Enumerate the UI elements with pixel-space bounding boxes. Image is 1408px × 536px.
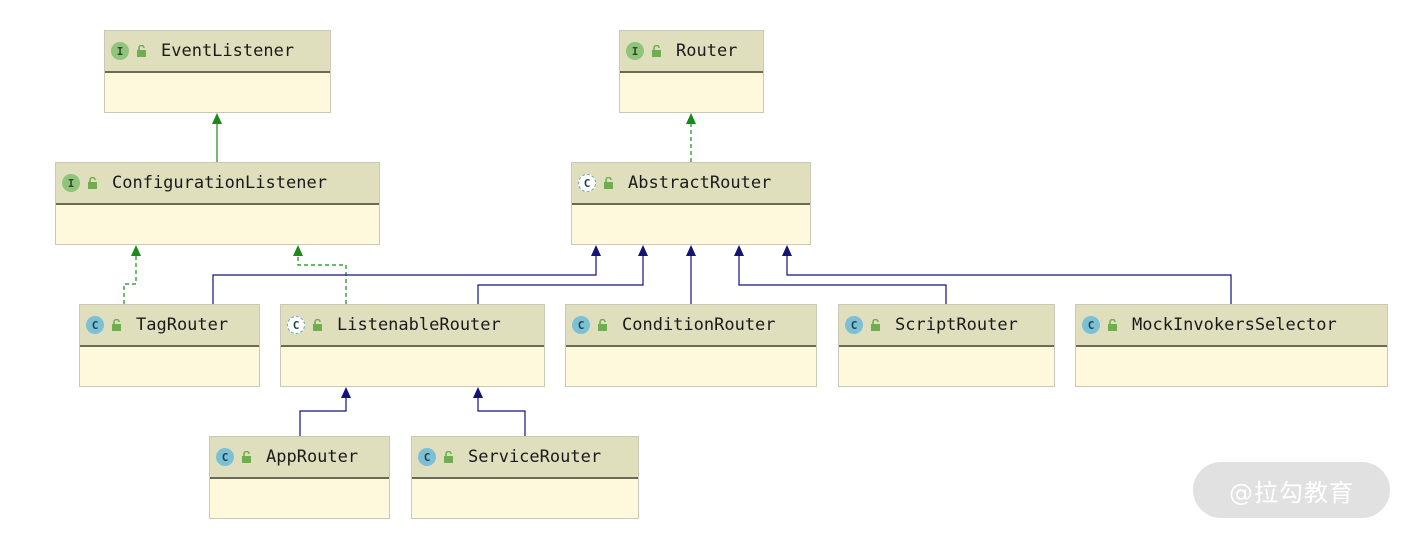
class-icon: C — [216, 448, 234, 466]
edge-service_router-to-listenable_router — [473, 387, 526, 436]
edge-tag_router-to-configuration_listener — [123, 245, 141, 304]
node-header: C AppRouter — [210, 437, 389, 479]
node-header: I Router — [620, 31, 763, 73]
arrowhead — [293, 245, 303, 256]
node-header: C ConditionRouter — [566, 305, 816, 347]
node-header: C ListenableRouter — [281, 305, 544, 347]
node-header: I ConfigurationListener — [56, 163, 379, 205]
node-name: AbstractRouter — [628, 173, 772, 193]
unlock-icon — [869, 318, 883, 332]
arrowhead — [638, 245, 648, 256]
class-icon: C — [418, 448, 436, 466]
node-name: EventListener — [161, 41, 295, 61]
arrowhead — [591, 245, 601, 256]
watermark: @拉勾教育 — [1193, 462, 1390, 518]
node-event-listener[interactable]: I EventListener — [104, 30, 331, 113]
node-router[interactable]: I Router — [619, 30, 764, 113]
node-name: ServiceRouter — [468, 447, 602, 467]
node-service-router[interactable]: C ServiceRouter — [411, 436, 639, 519]
node-name: Router — [676, 41, 738, 61]
node-abstract-router[interactable]: C AbstractRouter — [571, 162, 811, 245]
interface-icon: I — [111, 42, 129, 60]
node-name: ListenableRouter — [337, 315, 501, 335]
arrowhead — [686, 245, 696, 256]
edge-configuration_listener-to-event_listener — [212, 113, 222, 162]
edge-app_router-to-listenable_router — [299, 387, 351, 436]
node-tag-router[interactable]: C TagRouter — [79, 304, 260, 387]
node-configuration-listener[interactable]: I ConfigurationListener — [55, 162, 380, 245]
class-icon: C — [1082, 316, 1100, 334]
class-icon: C — [572, 316, 590, 334]
node-header: I EventListener — [105, 31, 330, 73]
unlock-icon — [135, 44, 149, 58]
unlock-icon — [650, 44, 664, 58]
node-header: C ScriptRouter — [839, 305, 1054, 347]
edge-listenable_router-to-abstract_router — [477, 245, 648, 304]
unlock-icon — [110, 318, 124, 332]
node-condition-router[interactable]: C ConditionRouter — [565, 304, 817, 387]
node-header: C ServiceRouter — [412, 437, 638, 479]
edge-abstract_router-to-router — [686, 113, 696, 162]
edge-script_router-to-abstract_router — [734, 245, 947, 304]
node-mock-invokers-selector[interactable]: C MockInvokersSelector — [1075, 304, 1388, 387]
unlock-icon — [311, 318, 325, 332]
arrowhead — [341, 387, 351, 398]
arrowhead — [473, 387, 483, 398]
node-header: C TagRouter — [80, 305, 259, 347]
edge-listenable_router-to-configuration_listener — [293, 245, 347, 304]
node-name: TagRouter — [136, 315, 229, 335]
arrowhead — [212, 113, 222, 124]
unlock-icon — [596, 318, 610, 332]
node-name: AppRouter — [266, 447, 359, 467]
node-header: C AbstractRouter — [572, 163, 810, 205]
interface-icon: I — [62, 174, 80, 192]
unlock-icon — [442, 450, 456, 464]
arrowhead — [734, 245, 744, 256]
node-name: MockInvokersSelector — [1132, 315, 1337, 335]
unlock-icon — [602, 176, 616, 190]
node-listenable-router[interactable]: C ListenableRouter — [280, 304, 545, 387]
node-script-router[interactable]: C ScriptRouter — [838, 304, 1055, 387]
unlock-icon — [240, 450, 254, 464]
edge-tag_router-to-abstract_router — [212, 245, 601, 304]
node-app-router[interactable]: C AppRouter — [209, 436, 390, 519]
node-name: ConfigurationListener — [112, 173, 327, 193]
arrowhead — [131, 245, 141, 256]
class-icon: C — [86, 316, 104, 334]
node-name: ScriptRouter — [895, 315, 1018, 335]
unlock-icon — [86, 176, 100, 190]
abstract-class-icon: C — [287, 316, 305, 334]
class-icon: C — [845, 316, 863, 334]
edge-condition_router-to-abstract_router — [686, 245, 696, 304]
node-name: ConditionRouter — [622, 315, 776, 335]
abstract-class-icon: C — [578, 174, 596, 192]
edge-mock_invokers_selector-to-abstract_router — [782, 245, 1232, 304]
arrowhead — [782, 245, 792, 256]
arrowhead — [686, 113, 696, 124]
node-header: C MockInvokersSelector — [1076, 305, 1387, 347]
unlock-icon — [1106, 318, 1120, 332]
interface-icon: I — [626, 42, 644, 60]
